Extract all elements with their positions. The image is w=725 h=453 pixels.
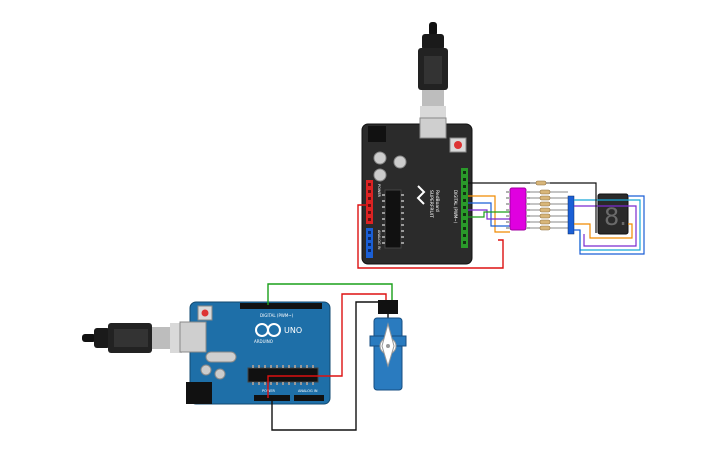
resistor[interactable] [530, 207, 568, 213]
power-label-bottom: POWER [262, 389, 276, 393]
seven-segment-display[interactable]: 8. [597, 193, 629, 235]
model-text: UNO [284, 326, 302, 335]
digital-label-top: DIGITAL (PWM~) [453, 190, 458, 224]
microcontroller-chip [247, 367, 319, 383]
logo-text: ARDUINO [254, 339, 273, 344]
power-jack [368, 126, 386, 142]
redboard-top[interactable]: SUPERFRUIT RedBoard DIGITAL (PWM~) ANALO… [361, 117, 473, 265]
resistor[interactable] [530, 201, 568, 207]
wire-red-top-power[interactable] [357, 204, 504, 269]
digital-label-bottom: DIGITAL (PWM~) [260, 313, 294, 318]
resistor[interactable] [530, 225, 568, 231]
decoder-ic[interactable] [506, 187, 530, 231]
wire-red-servo-power[interactable] [267, 293, 387, 398]
digital-header-bottom[interactable] [240, 303, 322, 309]
resistor[interactable] [530, 195, 568, 201]
arduino-uno-bottom[interactable]: DIGITAL (PWM~) UNO ARDUINO POWER ANALOG … [179, 301, 331, 405]
wire-purple-top[interactable] [468, 209, 510, 220]
power-label-top: POWER [377, 184, 381, 198]
microcontroller-chip [384, 189, 402, 249]
resistor-array[interactable] [530, 180, 568, 231]
usb-jack [179, 321, 207, 353]
crystal [205, 351, 237, 363]
wire-orange-top[interactable] [468, 195, 510, 233]
analog-label-bottom: ANALOG IN [298, 389, 318, 393]
wire-orange-display[interactable] [574, 223, 633, 239]
servo-motor[interactable] [369, 300, 407, 391]
arduino-logo [255, 323, 281, 337]
brand-line1: SUPERFRUIT [428, 190, 434, 218]
wire-blue-display[interactable] [574, 195, 645, 255]
usb-jack [419, 117, 447, 139]
resistor[interactable] [530, 213, 568, 219]
wire-green-servo-signal[interactable] [267, 283, 393, 305]
analog-header-bottom[interactable] [294, 395, 324, 401]
wire-blue-top[interactable] [468, 202, 510, 227]
wire-green-top[interactable] [468, 211, 510, 218]
sparkfun-logo [416, 185, 426, 205]
usb-cable-bottom[interactable] [82, 323, 182, 353]
analog-label-top: ANALOG IN [377, 230, 381, 250]
seven-segment-digit: 8. [604, 203, 627, 231]
brand-line2: RedBoard [434, 190, 440, 212]
wire-black-servo-gnd[interactable] [271, 301, 380, 431]
resistor[interactable] [530, 180, 550, 186]
power-header-top[interactable] [366, 180, 373, 224]
connector-strip[interactable] [567, 195, 575, 235]
power-jack [186, 382, 212, 404]
resistor[interactable] [530, 189, 568, 195]
servo-connector [378, 300, 398, 314]
resistor[interactable] [530, 219, 568, 225]
usb-cable-top[interactable] [418, 22, 448, 118]
wire-purple-display[interactable] [574, 205, 637, 247]
wire-black-top-gnd[interactable] [468, 182, 597, 198]
